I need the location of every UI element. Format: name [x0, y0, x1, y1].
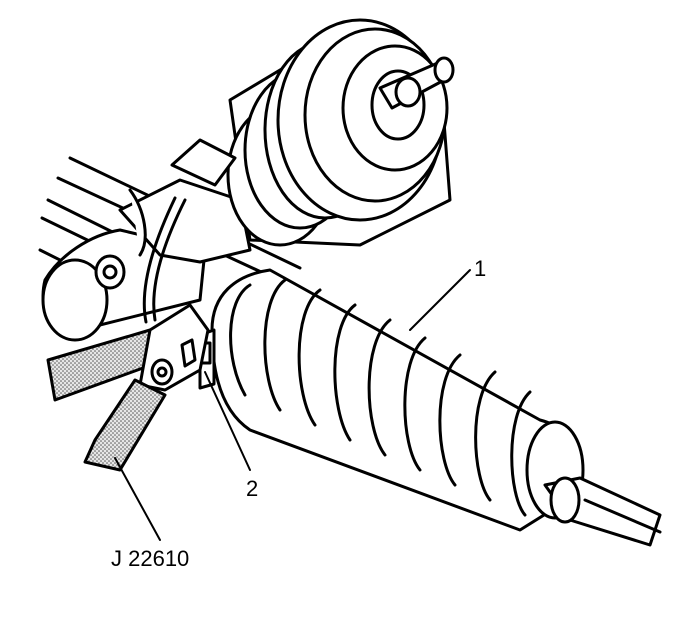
- bellows-boot: [210, 268, 585, 532]
- valve-housing: [170, 18, 452, 247]
- input-shaft: [378, 56, 455, 110]
- pliers-tool: [46, 303, 210, 472]
- tie-rod: [543, 476, 662, 547]
- callout-tool: J 22610: [111, 546, 190, 571]
- callout-boot: 1: [474, 256, 487, 281]
- rack-housing: [41, 178, 252, 342]
- callout-clamp: 2: [246, 476, 259, 501]
- leader-lines: [114, 269, 471, 541]
- leader-line-clamp: [204, 371, 251, 471]
- leader-line-boot: [409, 269, 471, 331]
- hydraulic-line: [142, 196, 187, 324]
- leader-line-tool: [114, 457, 161, 541]
